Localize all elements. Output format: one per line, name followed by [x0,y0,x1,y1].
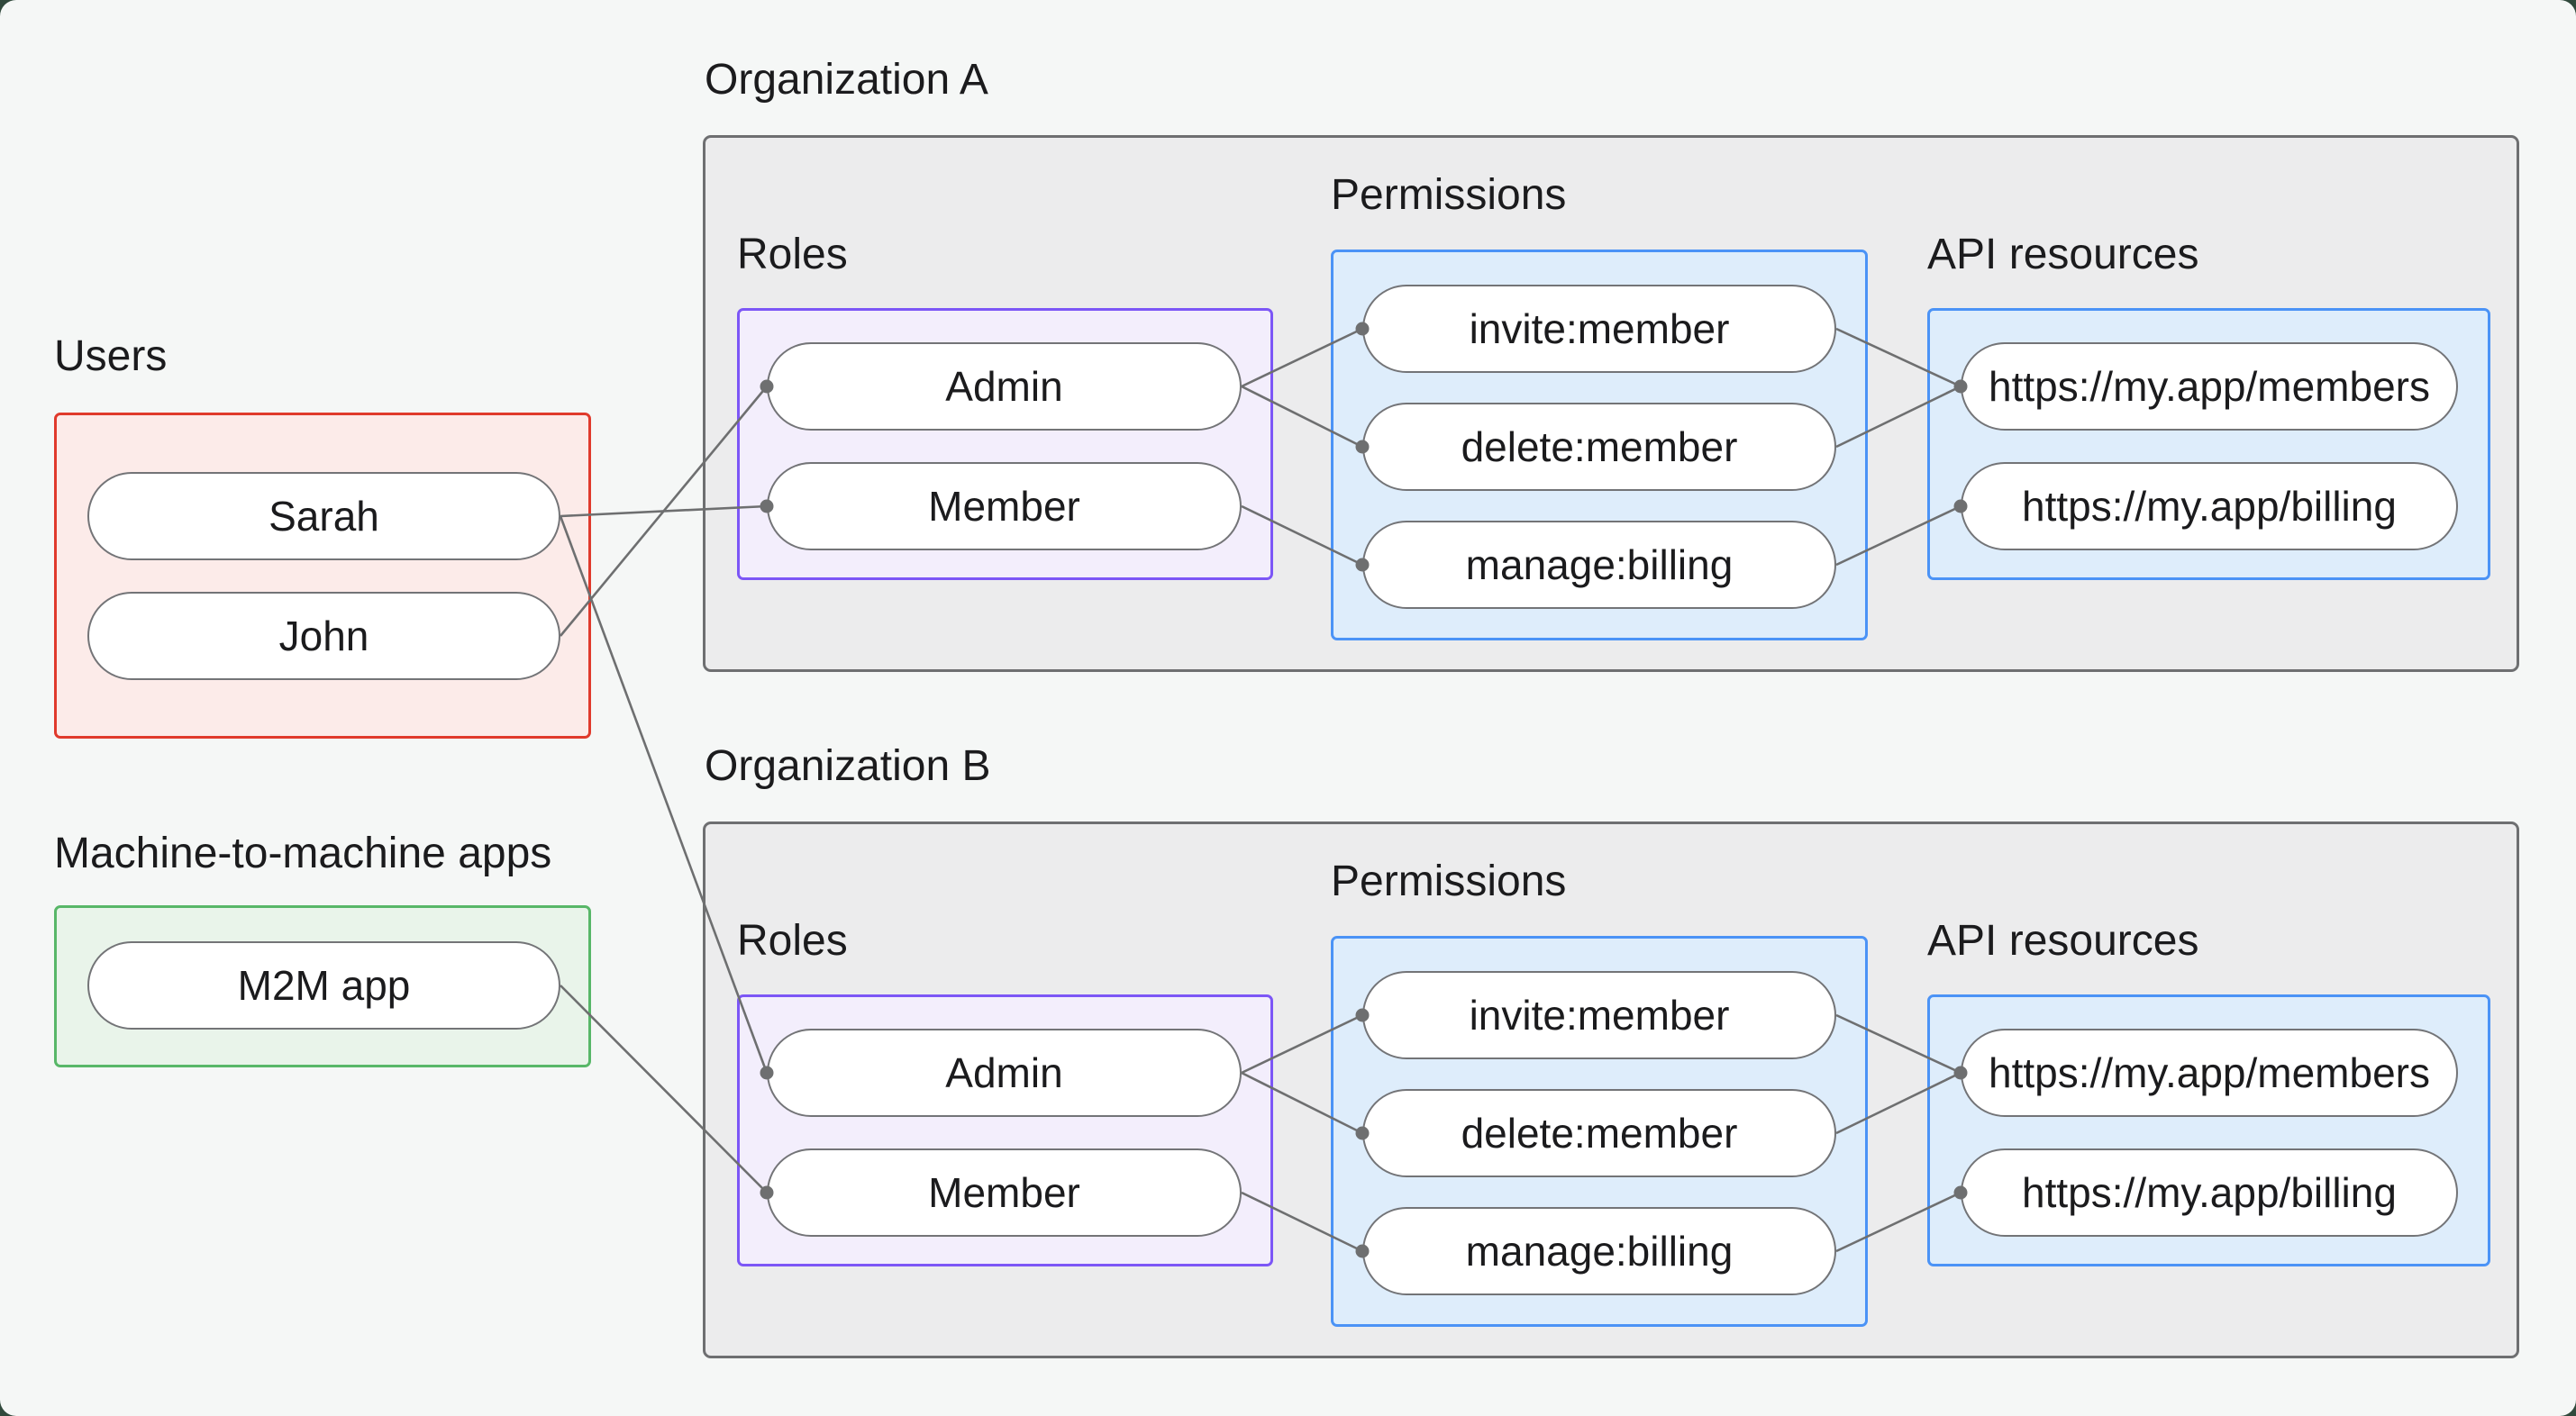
node-user-sarah: Sarah [87,472,560,560]
node-org-b-perm-delete: delete:member [1362,1089,1836,1177]
node-user-john: John [87,592,560,680]
node-org-a-perm-delete: delete:member [1362,403,1836,491]
node-org-b-perm-invite: invite:member [1362,971,1836,1059]
org-a-permissions-label: Permissions [1331,171,1567,219]
node-org-a-perm-billing: manage:billing [1362,521,1836,609]
users-group-box [54,413,591,739]
node-org-a-api-billing: https://my.app/billing [1961,462,2458,550]
node-org-a-perm-invite: invite:member [1362,285,1836,373]
node-m2m-app: M2M app [87,941,560,1030]
org-b-permissions-label: Permissions [1331,858,1567,905]
node-org-b-api-billing: https://my.app/billing [1961,1148,2458,1237]
node-org-b-api-members: https://my.app/members [1961,1029,2458,1117]
node-org-b-role-admin: Admin [767,1029,1242,1117]
org-b-api-label: API resources [1927,917,2199,965]
org-a-label: Organization A [705,56,988,104]
org-b-roles-label: Roles [737,917,848,965]
m2m-group-label: Machine-to-machine apps [54,830,552,877]
users-group-label: Users [54,332,168,380]
node-org-a-role-member: Member [767,462,1242,550]
node-org-b-role-member: Member [767,1148,1242,1237]
node-org-a-api-members: https://my.app/members [1961,342,2458,431]
org-a-roles-label: Roles [737,231,848,278]
org-b-label: Organization B [705,742,991,790]
node-org-a-role-admin: Admin [767,342,1242,431]
org-a-api-label: API resources [1927,231,2199,278]
node-org-b-perm-billing: manage:billing [1362,1207,1836,1295]
